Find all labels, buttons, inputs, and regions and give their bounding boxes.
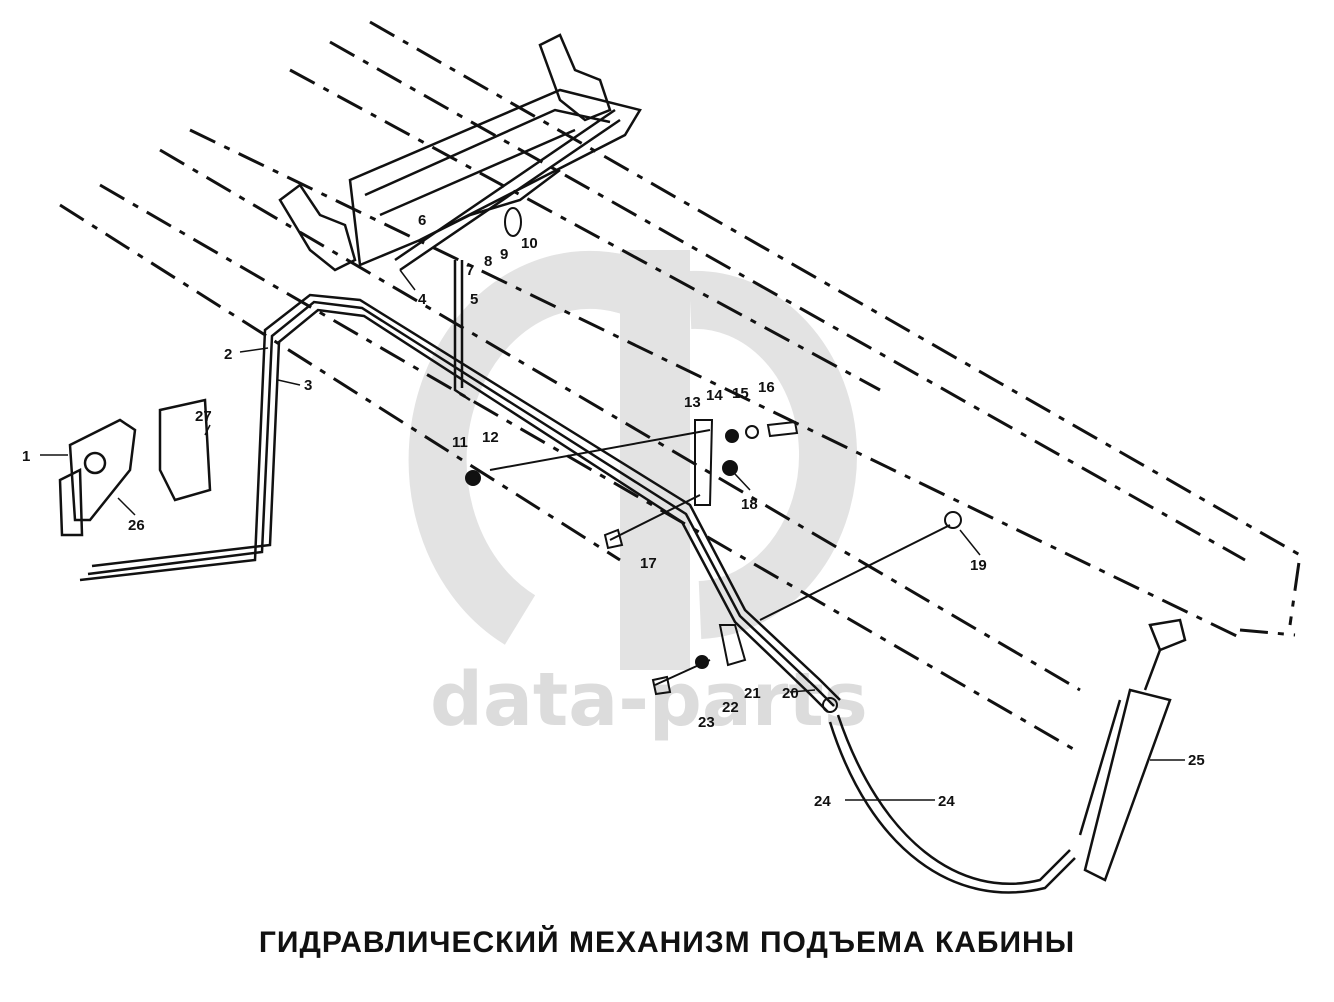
callout-25: 25 xyxy=(1188,752,1205,769)
hydraulic-pump xyxy=(58,418,137,537)
callout-8: 8 xyxy=(484,253,492,270)
callout-3: 3 xyxy=(304,377,312,394)
callout-1: 1 xyxy=(22,448,30,465)
watermark-text: data-parts xyxy=(430,657,868,743)
fasteners xyxy=(465,207,962,713)
callout-17: 17 xyxy=(640,555,657,572)
callout-18: 18 xyxy=(741,496,758,513)
callout-6: 6 xyxy=(418,212,426,229)
callout-4: 4 xyxy=(418,291,427,308)
callout-24b: 24 xyxy=(938,793,955,810)
callout-23: 23 xyxy=(698,714,715,731)
callout-16: 16 xyxy=(758,379,775,396)
callout-7: 7 xyxy=(466,262,474,279)
callout-19: 19 xyxy=(970,557,987,574)
lift-hoses xyxy=(828,714,1076,894)
cab-support-frame xyxy=(278,33,642,272)
callout-labels: 1 2 3 4 5 6 7 8 9 10 11 12 13 14 15 16 1… xyxy=(22,212,1205,810)
callout-10: 10 xyxy=(521,235,538,252)
callout-20: 20 xyxy=(782,685,799,702)
hydraulic-tubes xyxy=(79,260,841,713)
pump-bracket xyxy=(158,398,212,502)
callout-22: 22 xyxy=(722,699,739,716)
callout-12: 12 xyxy=(482,429,499,446)
frame-outline xyxy=(59,20,1302,752)
callout-27: 27 xyxy=(195,408,212,425)
callout-5: 5 xyxy=(470,291,478,308)
callout-9: 9 xyxy=(500,246,508,263)
watermark-logo xyxy=(408,250,857,670)
callout-13: 13 xyxy=(684,394,701,411)
callout-14: 14 xyxy=(706,387,723,404)
leader-lines xyxy=(40,269,1185,801)
diagram-title: ГИДРАВЛИЧЕСКИЙ МЕХАНИЗМ ПОДЪЕМА КАБИНЫ xyxy=(258,926,1076,959)
callout-2: 2 xyxy=(224,346,232,363)
callout-26: 26 xyxy=(128,517,145,534)
callout-24a: 24 xyxy=(814,793,831,810)
lift-cylinder xyxy=(1078,618,1187,882)
callout-11: 11 xyxy=(452,434,468,451)
callout-15: 15 xyxy=(732,385,749,402)
callout-21: 21 xyxy=(744,685,761,702)
